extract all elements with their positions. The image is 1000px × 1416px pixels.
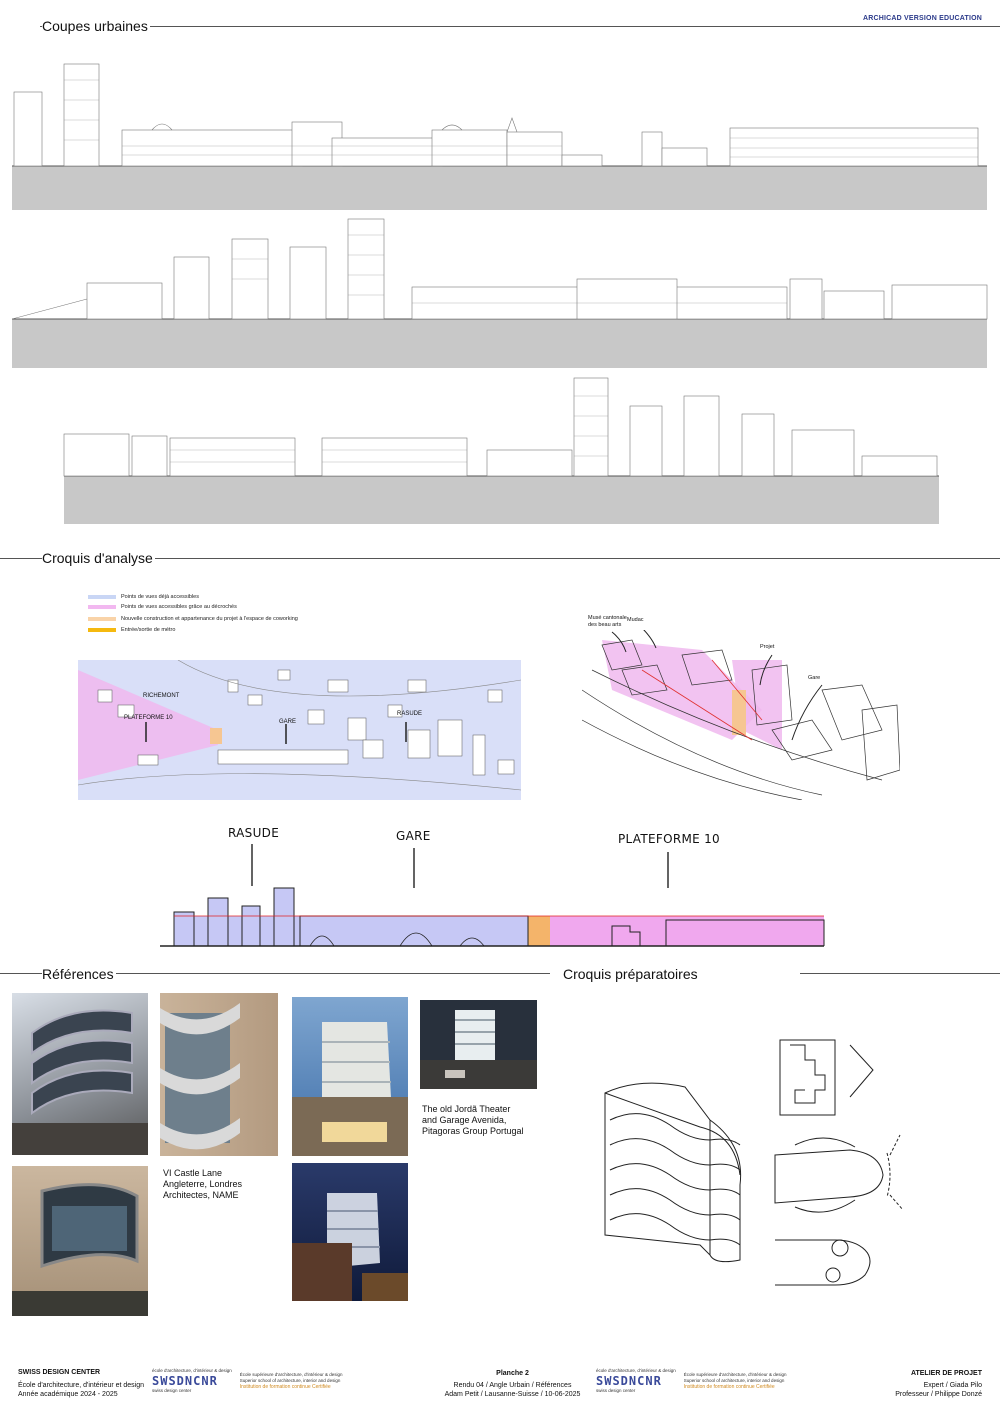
logo-desc3: Institution de formation continue Certif… xyxy=(683,1384,775,1390)
axo-label-mudac: Mudac xyxy=(627,617,644,623)
logo-desc1: École supérieure d'architecture, d'intér… xyxy=(239,1372,343,1377)
legend-swatch xyxy=(88,628,116,632)
caption-castle: VI Castle Lane Angleterre, Londres Archi… xyxy=(163,1168,243,1200)
footer-logo: école d'architecture, d'intérieur & desi… xyxy=(152,1366,343,1396)
brand-label: ARCHICAD VERSION EDUCATION xyxy=(862,15,982,22)
reference-photo-castle-1 xyxy=(12,993,148,1155)
map-label-rasude: RASUDE xyxy=(397,711,423,717)
footer-expert: Expert / Giada Pilo xyxy=(923,1382,982,1389)
footer-author: Adam Petit / Lausanne-Suisse / 10-06-202… xyxy=(444,1391,581,1398)
axo-label-gare: Gare xyxy=(808,675,821,681)
logo-sub: swiss design center xyxy=(152,1388,192,1393)
urban-section-2 xyxy=(12,218,988,368)
urban-section-3 xyxy=(63,377,939,524)
skyline-diagram xyxy=(160,844,825,947)
section-rule xyxy=(800,973,1000,974)
footer-school: SWISS DESIGN CENTER xyxy=(18,1369,101,1376)
logo-desc1: École supérieure d'architecture, d'intér… xyxy=(683,1372,787,1377)
legend-swatch xyxy=(88,617,116,621)
legend-item: Entrée/sortie de métro xyxy=(88,627,175,633)
preparatory-sketch-axo xyxy=(604,1082,742,1263)
legend-label: Points de vues accessibles grâce au décr… xyxy=(121,604,237,610)
legend-swatch xyxy=(88,605,116,609)
legend-item: Nouvelle construction et appartenance du… xyxy=(88,616,298,622)
logo-sub: swiss design center xyxy=(596,1388,636,1393)
section-title-references: Références xyxy=(42,966,116,982)
footer-prof: Professeur / Philippe Donzé xyxy=(895,1391,982,1398)
reference-photo-jorda-1 xyxy=(292,997,408,1156)
logo-desc3: Institution de formation continue Certif… xyxy=(239,1384,331,1390)
logo-desc2: Superior school of architecture, interio… xyxy=(683,1378,785,1383)
map-label-gare: GARE xyxy=(279,719,297,725)
legend-item: Points de vues accessibles grâce au décr… xyxy=(88,604,237,610)
diagram-label-rasude: RASUDE xyxy=(228,826,280,840)
section-rule xyxy=(40,26,1000,27)
logo-desc2: Superior school of architecture, interio… xyxy=(239,1378,341,1383)
caption-jorda: The old Jordã Theater and Garage Avenida… xyxy=(422,1104,524,1136)
reference-photo-jorda-3 xyxy=(292,1163,408,1301)
footer-school-line3: Année académique 2024 - 2025 xyxy=(18,1391,118,1398)
footer-school-line2: École d'architecture, d'intérieur et des… xyxy=(18,1382,145,1389)
reference-photo-castle-3 xyxy=(12,1166,148,1316)
diagram-label-gare: GARE xyxy=(396,829,431,843)
analysis-map xyxy=(78,660,521,800)
section-rule xyxy=(0,558,1000,559)
logo-name: SWSDNCNR xyxy=(596,1374,662,1388)
map-label-richemont: RICHEMONT xyxy=(143,693,180,699)
section-title-croquis-analyse: Croquis d'analyse xyxy=(42,550,155,566)
logo-name: SWSDNCNR xyxy=(152,1374,218,1388)
reference-photo-castle-2 xyxy=(160,993,278,1156)
section-rule xyxy=(0,973,550,974)
legend-item: Points de vues déjà accessibles xyxy=(88,594,199,600)
section-title-coupes: Coupes urbaines xyxy=(42,18,150,34)
preparatory-sketch-details xyxy=(774,1039,904,1286)
footer-atelier: ATELIER DE PROJET xyxy=(910,1370,982,1377)
legend-label: Entrée/sortie de métro xyxy=(121,627,176,633)
legend-swatch xyxy=(88,595,116,599)
legend-label: Nouvelle construction et appartenance du… xyxy=(121,616,298,622)
footer-logo: école d'architecture, d'intérieur & desi… xyxy=(596,1366,787,1396)
footer-planche: Planche 2 xyxy=(496,1370,529,1377)
axo-label-musee: Musé cantonale des beau arts xyxy=(588,615,627,628)
urban-section-1 xyxy=(12,63,987,210)
map-label-plateforme: PLATEFORME 10 xyxy=(124,715,173,721)
reference-photo-jorda-2 xyxy=(420,1000,537,1089)
diagram-label-plateforme: PLATEFORME 10 xyxy=(618,832,720,846)
axonometric-sketch xyxy=(582,630,900,800)
footer-rendu: Rendu 04 / Angle Urbain / Références xyxy=(453,1382,572,1389)
logo-tagline: école d'architecture, d'intérieur & desi… xyxy=(152,1368,232,1373)
legend-label: Points de vues déjà accessibles xyxy=(121,594,199,600)
section-title-croquis-prep: Croquis préparatoires xyxy=(563,966,700,982)
logo-tagline: école d'architecture, d'intérieur & desi… xyxy=(596,1368,676,1373)
axo-label-projet: Projet xyxy=(760,644,775,650)
